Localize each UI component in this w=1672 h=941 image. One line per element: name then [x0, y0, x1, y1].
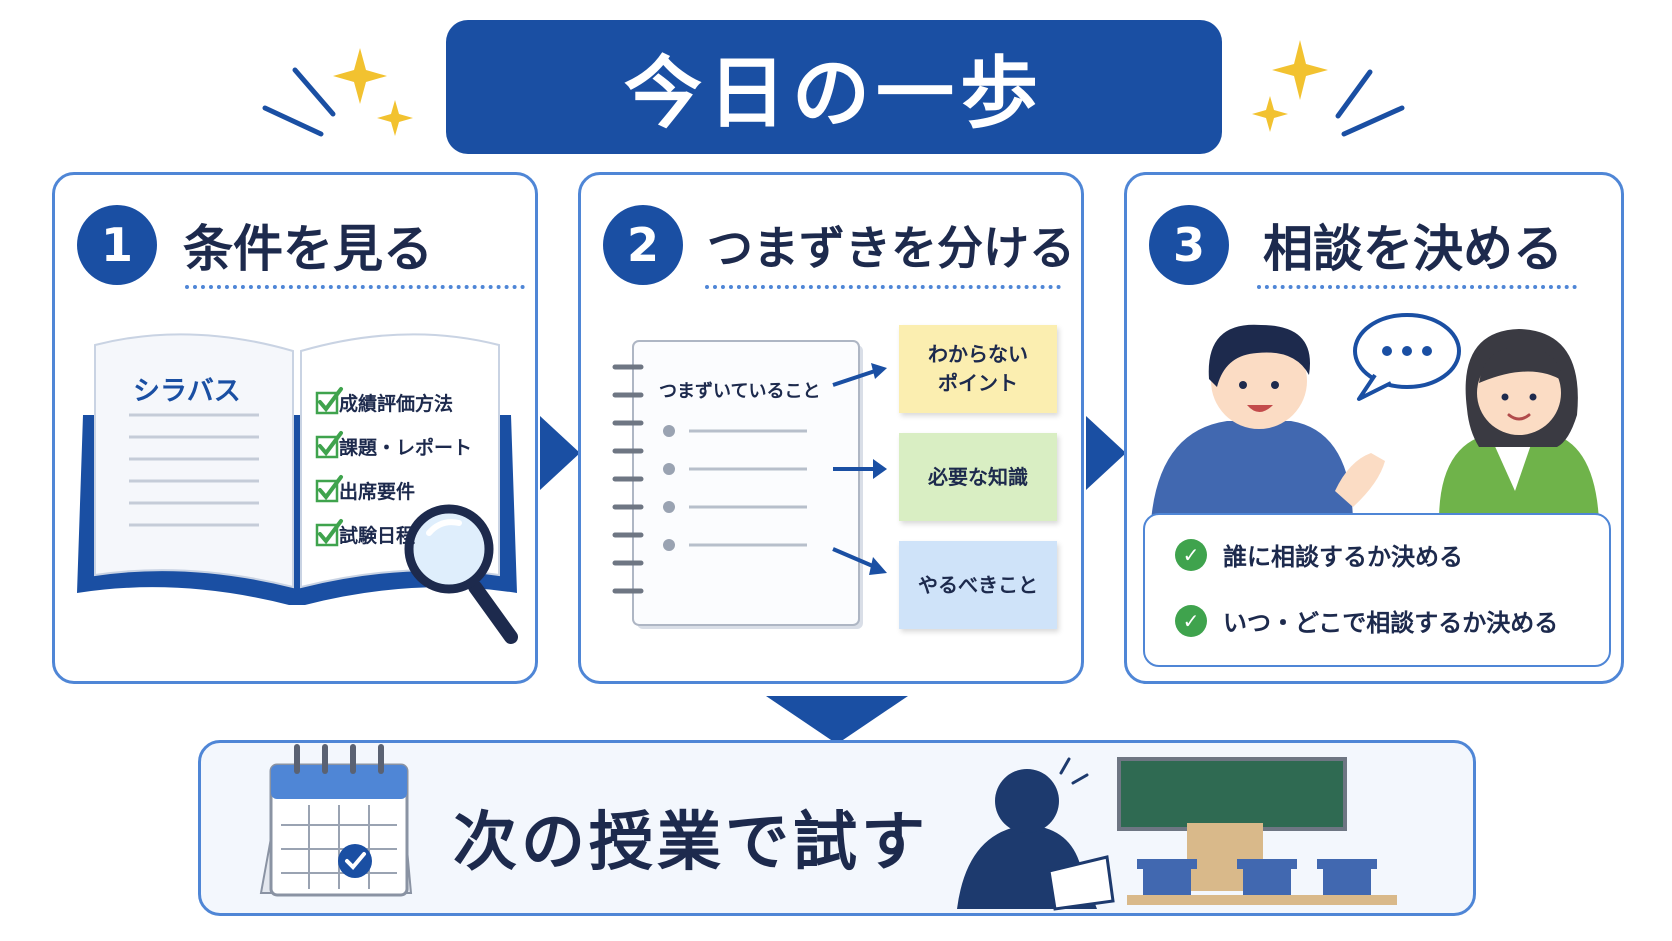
arrow-right-icon [832, 547, 887, 575]
dotted-divider [1257, 285, 1577, 289]
step-header: 1 条件を見る [77, 205, 433, 285]
checkbox-icon [315, 519, 343, 547]
sparkle-icon [333, 48, 387, 104]
magnifier-icon [404, 504, 518, 644]
classroom-illustration [957, 757, 1397, 911]
checkbox-icon [315, 387, 343, 415]
consult-checklist: ✓ 誰に相談するか決める ✓ いつ・どこで相談するか決める [1143, 513, 1611, 667]
step-title: 条件を見る [183, 220, 433, 278]
syllabus-item: 課題・レポート [339, 437, 473, 459]
checklist-text: いつ・どこで相談するか決める [1223, 609, 1559, 637]
arrow-down-icon [766, 696, 908, 744]
step-panel-3: 3 相談を決める ✓ 誰に相談するか決める ✓ いつ・どこ [1124, 172, 1624, 684]
step-number: 2 [603, 205, 683, 285]
consultation-illustration [1151, 313, 1599, 521]
sparkle-decoration-right [1252, 40, 1405, 137]
arrows-to-stickies [832, 363, 887, 575]
student-silhouette [957, 757, 1115, 911]
checkbox-icon [315, 431, 343, 459]
checkbox-icon [315, 475, 343, 503]
sticky-note: やるべきこと [899, 541, 1057, 629]
sparkle-icon [1252, 96, 1288, 132]
page-title: 今日の一歩 [623, 49, 1044, 139]
step-title: つまずきを分ける [707, 221, 1075, 275]
sparkle-decoration-left [262, 48, 413, 137]
syllabus-heading: シラバス [133, 376, 241, 407]
sticky-note: 必要な知識 [899, 433, 1057, 521]
notebook-illustration [612, 340, 863, 629]
title-banner: 今日の一歩 [446, 20, 1222, 154]
step-title: 相談を決める [1263, 220, 1563, 278]
step-header: 2 つまずきを分ける [603, 205, 1075, 285]
check-circle-icon: ✓ [1175, 604, 1207, 637]
dotted-divider [185, 285, 525, 289]
final-step-panel: 次の授業で試す [198, 740, 1476, 916]
sticky-note: わからない ポイント [899, 325, 1057, 413]
check-circle-icon: ✓ [1175, 538, 1207, 571]
syllabus-item: 出席要件 [339, 481, 416, 503]
syllabus-item: 成績評価方法 [339, 393, 454, 415]
checklist-item: ✓ いつ・どこで相談するか決める [1175, 603, 1558, 638]
open-book-illustration [77, 333, 518, 644]
step-panel-2: 2 つまずきを分ける つまずいていること わからない ポイント 必要な知識 やる… [578, 172, 1084, 684]
notebook-heading: つまずいていること [659, 381, 821, 402]
step-panel-1: 1 条件を見る シ [52, 172, 538, 684]
step-number: 3 [1149, 205, 1229, 285]
arrow-right-icon [540, 416, 580, 490]
arrow-right-icon [832, 363, 887, 387]
syllabus-item: 試験日程 [339, 525, 416, 547]
dotted-divider [705, 285, 1061, 289]
sparkle-icon [1272, 40, 1328, 100]
checklist-text: 誰に相談するか決める [1223, 543, 1463, 571]
step-header: 3 相談を決める [1149, 205, 1563, 285]
speech-bubble-icon [1353, 313, 1461, 401]
final-step-text: 次の授業で試す [453, 806, 929, 880]
sparkle-icon [377, 100, 413, 136]
arrow-right-icon [1086, 416, 1126, 490]
checklist-item: ✓ 誰に相談するか決める [1175, 537, 1463, 572]
arrow-right-icon [833, 459, 887, 479]
blackboard [1117, 757, 1347, 891]
calendar-icon [259, 744, 413, 897]
step-number: 1 [77, 205, 157, 285]
